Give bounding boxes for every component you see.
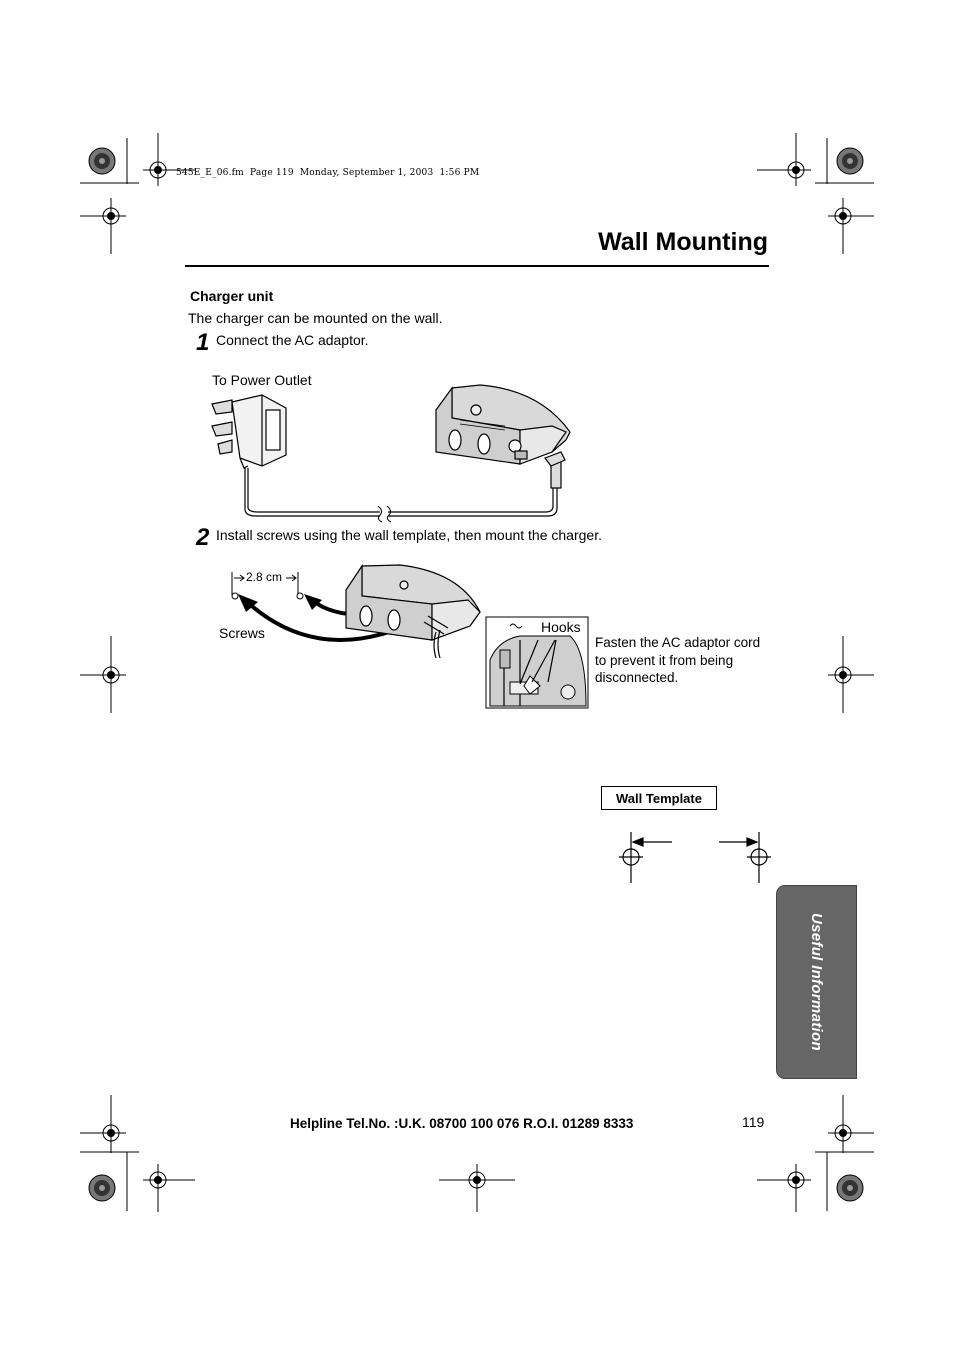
title-divider <box>185 265 769 267</box>
charger-unit-icon <box>435 384 571 465</box>
section-title: Charger unit <box>190 288 274 304</box>
side-tab-label: Useful Information <box>808 913 825 1051</box>
step-1-number: 1 <box>196 329 210 356</box>
step-2-number: 2 <box>196 524 210 551</box>
intro-text: The charger can be mounted on the wall. <box>188 310 443 326</box>
step-1-text: Connect the AC adaptor. <box>216 332 369 348</box>
fasten-cord-note: Fasten the AC adaptor cord to prevent it… <box>595 635 761 685</box>
helpline-footer: Helpline Tel.No. :U.K. 08700 100 076 R.O… <box>290 1116 634 1131</box>
side-tab-useful-information: Useful Information <box>777 886 856 1078</box>
ac-adaptor-icon <box>211 394 287 469</box>
file-info-header: 545E_E_06.fm Page 119 Monday, September … <box>176 168 480 178</box>
power-outlet-label: To Power Outlet <box>212 372 312 388</box>
page-number: 119 <box>742 1114 765 1130</box>
step-2-text: Install screws using the wall template, … <box>216 527 602 543</box>
hooks-label: Hooks <box>541 619 581 635</box>
page-title: Wall Mounting <box>598 228 768 256</box>
wall-template-label: Wall Template <box>601 786 717 810</box>
screws-label: Screws <box>219 625 265 641</box>
screw-distance-label: 2.8 cm <box>246 570 283 584</box>
